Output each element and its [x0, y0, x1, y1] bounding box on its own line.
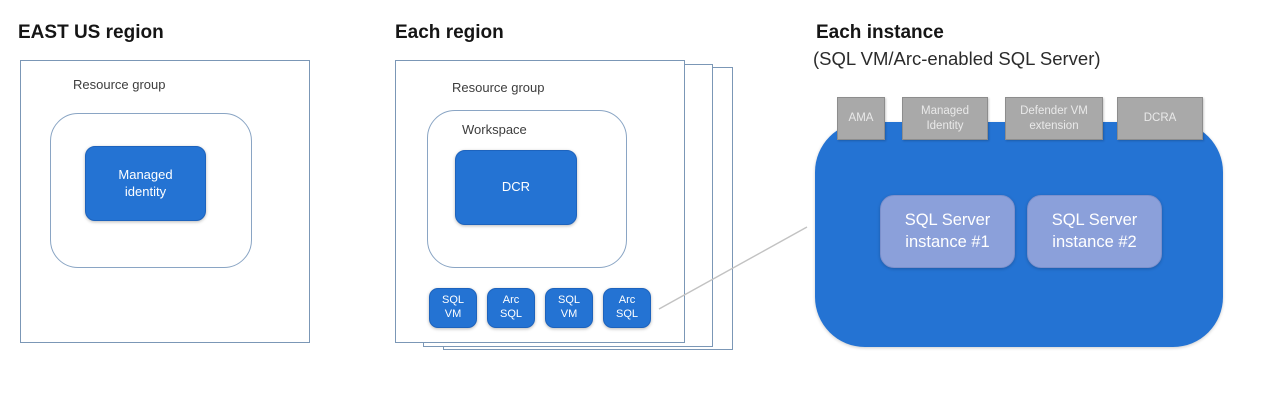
- sql-server-instance-2-box: SQL Server instance #2: [1027, 195, 1162, 268]
- each-instance-title: Each instance: [816, 22, 944, 43]
- arc-sql-box-2: Arc SQL: [603, 288, 651, 328]
- defender-vm-extension-tab: Defender VM extension: [1005, 97, 1103, 140]
- managed-identity-box: Managed identity: [85, 146, 206, 221]
- each-instance-subtitle: (SQL VM/Arc-enabled SQL Server): [813, 48, 1101, 69]
- sql-server-instance-1-box: SQL Server instance #1: [880, 195, 1015, 268]
- ama-extension-tab: AMA: [837, 97, 885, 140]
- dcr-box: DCR: [455, 150, 577, 225]
- arc-sql-box-1: Arc SQL: [487, 288, 535, 328]
- each-region-title: Each region: [395, 22, 504, 43]
- managed-identity-extension-tab: Managed Identity: [902, 97, 988, 140]
- sql-vm-box-2: SQL VM: [545, 288, 593, 328]
- east-us-resource-group-label: Resource group: [73, 77, 166, 92]
- east-us-region-title: EAST US region: [18, 22, 164, 43]
- region-resource-group-label: Resource group: [452, 80, 545, 95]
- workspace-label: Workspace: [462, 122, 527, 137]
- sql-vm-box-1: SQL VM: [429, 288, 477, 328]
- dcra-extension-tab: DCRA: [1117, 97, 1203, 140]
